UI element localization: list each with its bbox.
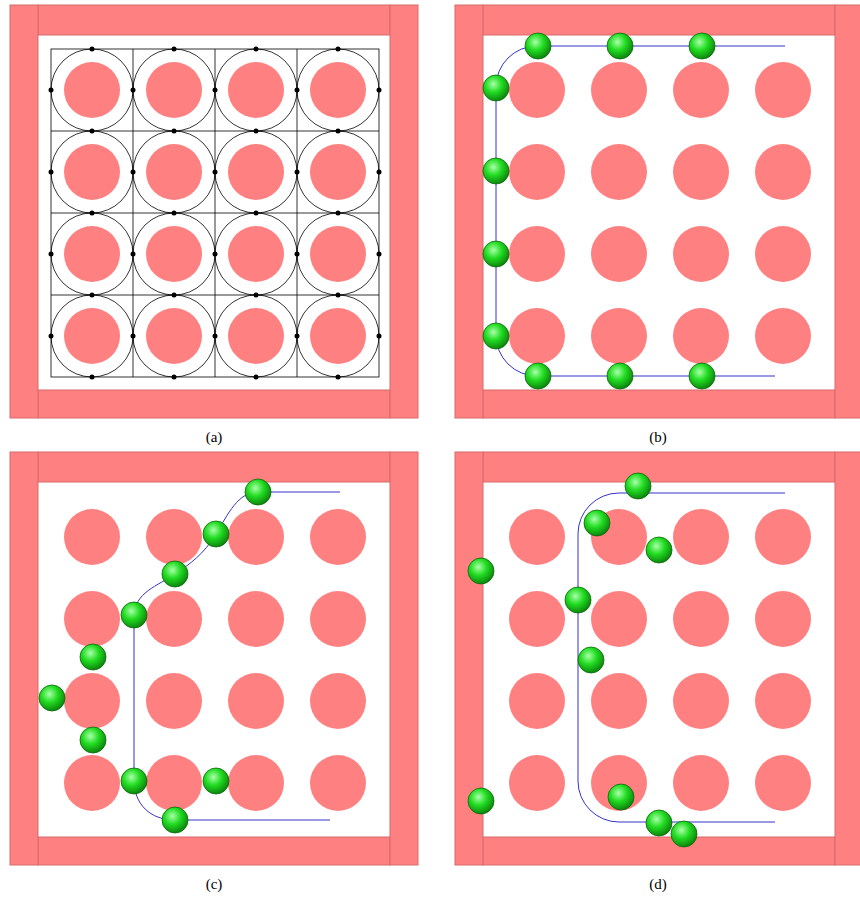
formation-panel	[455, 452, 860, 865]
panel-label: (a)	[206, 430, 223, 445]
formation-panel	[10, 452, 418, 865]
formation-panel	[455, 5, 860, 418]
panel-label: (d)	[649, 877, 667, 892]
panel-label: (b)	[649, 430, 667, 445]
roadmap-panel	[10, 5, 418, 418]
panel-label: (c)	[206, 877, 223, 892]
